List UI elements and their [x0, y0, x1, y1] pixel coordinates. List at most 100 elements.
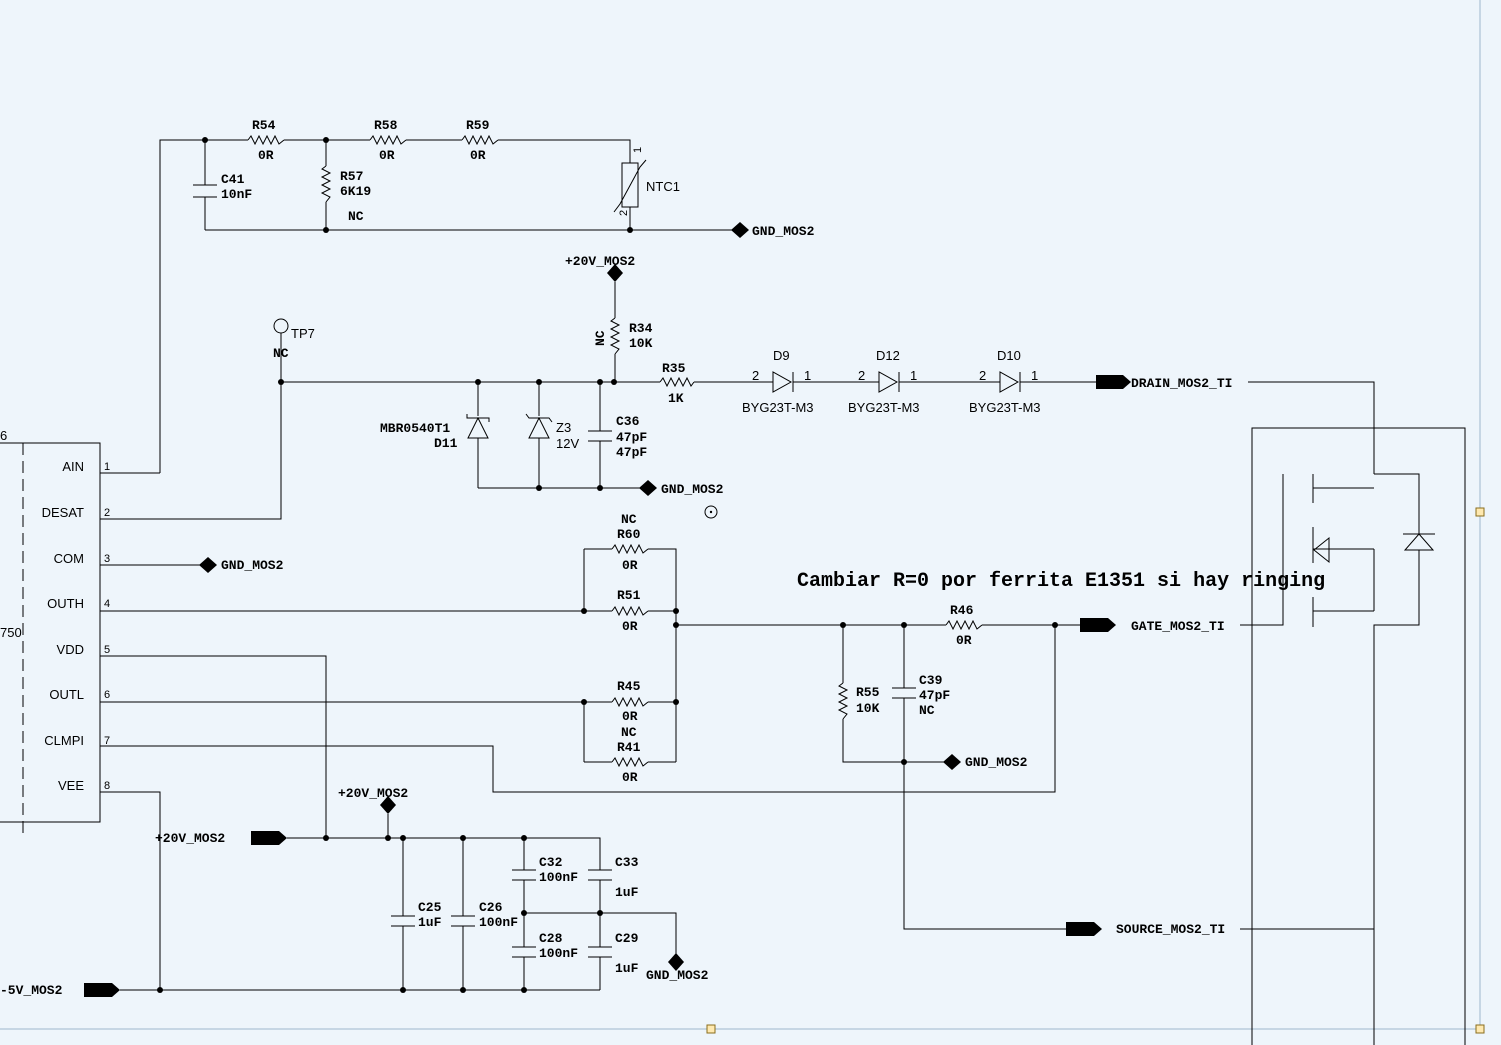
- D10-val: BYG23T-M3: [969, 400, 1041, 415]
- D12-pin-a: 2: [858, 368, 865, 383]
- C33-ref: C33: [615, 855, 639, 870]
- ic-pin5-name: VDD: [57, 642, 84, 657]
- D11-val: MBR0540T1: [380, 421, 450, 436]
- m5v-port[interactable]: [84, 983, 120, 997]
- R59-val: 0R: [470, 148, 486, 163]
- D9-val: BYG23T-M3: [742, 400, 814, 415]
- selection-handle-right[interactable]: [1475, 507, 1485, 517]
- R55-ref: R55: [856, 685, 880, 700]
- resistor-R59[interactable]: [461, 134, 499, 146]
- capacitor-C25[interactable]: [391, 915, 415, 927]
- R34-ref: R34: [629, 321, 653, 336]
- C28-val: 100nF: [539, 946, 578, 961]
- schottky-D11[interactable]: [466, 414, 490, 439]
- capacitor-C32[interactable]: [512, 869, 536, 881]
- capacitor-C36[interactable]: [588, 430, 612, 442]
- gnd-port-gate[interactable]: [943, 754, 961, 770]
- resistor-R60[interactable]: [611, 543, 649, 555]
- diode-D10[interactable]: [999, 371, 1021, 393]
- R60-ref: R60: [617, 527, 641, 542]
- source-port[interactable]: [1066, 922, 1102, 936]
- R58-ref: R58: [374, 118, 398, 133]
- resistor-R54[interactable]: [247, 134, 285, 146]
- ic-pin6-num: 6: [104, 689, 110, 701]
- resistor-R51[interactable]: [611, 605, 649, 617]
- R45-ref: R45: [617, 679, 641, 694]
- gnd-label-1: GND_MOS2: [752, 224, 815, 239]
- ic-pin4-name: OUTH: [47, 596, 84, 611]
- R55-val: 10K: [856, 701, 880, 716]
- R41-val: 0R: [622, 770, 638, 785]
- diode-D9[interactable]: [772, 371, 794, 393]
- C36-ref: C36: [616, 414, 640, 429]
- ic-pin5-num: 5: [104, 644, 110, 656]
- R59-ref: R59: [466, 118, 490, 133]
- Z3-ref: Z3: [556, 420, 571, 435]
- resistor-R45[interactable]: [611, 696, 649, 708]
- R41-nc: NC: [621, 725, 637, 740]
- p20v-label-bottom: +20V_MOS2: [338, 786, 408, 801]
- C36-val2: 47pF: [616, 445, 647, 460]
- C25-val: 1uF: [418, 915, 442, 930]
- resistor-R35[interactable]: [659, 376, 695, 388]
- gnd-port-com[interactable]: [199, 557, 217, 573]
- selection-handle-bottom[interactable]: [706, 1024, 716, 1034]
- C32-ref: C32: [539, 855, 563, 870]
- gate-port[interactable]: [1080, 618, 1116, 632]
- C39-val: 47pF: [919, 688, 950, 703]
- C33-val: 1uF: [615, 885, 639, 900]
- C25-ref: C25: [418, 900, 442, 915]
- capacitor-C28[interactable]: [512, 946, 536, 958]
- resistor-R41[interactable]: [611, 756, 649, 768]
- resistor-R57[interactable]: [320, 165, 332, 203]
- mosfet-symbol[interactable]: [1251, 427, 1466, 1045]
- Z3-val: 12V: [556, 436, 579, 451]
- ringing-note: Cambiar R=0 por ferrita E1351 si hay rin…: [797, 570, 1325, 593]
- D10-ref: D10: [997, 348, 1021, 363]
- capacitor-C26[interactable]: [451, 915, 475, 927]
- p20v-label-top: +20V_MOS2: [565, 254, 635, 269]
- gnd-port-1[interactable]: [731, 222, 749, 238]
- C41-ref: C41: [221, 172, 245, 187]
- R51-ref: R51: [617, 588, 641, 603]
- p20v-port-left[interactable]: [251, 831, 287, 845]
- D10-pin-a: 2: [979, 368, 986, 383]
- supply-decoupling: +20V_MOS2 +20V_MOS2 C25 1uF C26 100nF C3…: [0, 786, 709, 998]
- R35-ref: R35: [662, 361, 686, 376]
- selection-handle-corner[interactable]: [1475, 1024, 1485, 1034]
- R41-ref: R41: [617, 740, 641, 755]
- gnd-port-2[interactable]: [639, 480, 657, 496]
- R57-ref: R57: [340, 169, 363, 184]
- p20v-port-top[interactable]: [607, 264, 623, 282]
- capacitor-C39[interactable]: [892, 687, 916, 699]
- gnd-label-2: GND_MOS2: [661, 482, 724, 497]
- gate-driver-ic[interactable]: 6 750 AIN DESAT COM OUTH VDD OUTL CLMPI …: [0, 428, 1056, 990]
- R54-ref: R54: [252, 118, 276, 133]
- R34-val: 10K: [629, 336, 653, 351]
- testpoint-TP7[interactable]: [273, 318, 289, 334]
- p20v-port-bottom[interactable]: [380, 796, 396, 814]
- resistor-R46[interactable]: [945, 619, 983, 631]
- NTC1-ref: NTC1: [646, 179, 680, 194]
- diode-D12[interactable]: [878, 371, 900, 393]
- C36-val: 47pF: [616, 430, 647, 445]
- R57-nc: NC: [348, 209, 364, 224]
- D11-ref: D11: [434, 436, 458, 451]
- resistor-R58[interactable]: [369, 134, 407, 146]
- drain-port[interactable]: [1096, 375, 1131, 389]
- capacitor-C33[interactable]: [588, 869, 612, 881]
- ic-pin8-num: 8: [104, 780, 110, 792]
- gnd-port-supply[interactable]: [668, 953, 684, 971]
- ic-pin3-num: 3: [104, 553, 110, 565]
- R60-val: 0R: [622, 558, 638, 573]
- zener-Z3[interactable]: [525, 413, 553, 439]
- ic-pin1-name: AIN: [62, 459, 84, 474]
- resistor-R34[interactable]: [609, 317, 621, 355]
- ic-pin1-num: 1: [104, 461, 110, 473]
- capacitor-C41[interactable]: [193, 184, 217, 198]
- capacitor-C29[interactable]: [588, 946, 612, 958]
- resistor-R55[interactable]: [837, 682, 849, 720]
- D9-ref: D9: [773, 348, 790, 363]
- desat-network: TP7 NC +20V_MOS2 R34 10K NC R35 1K D9 BY…: [100, 254, 1375, 520]
